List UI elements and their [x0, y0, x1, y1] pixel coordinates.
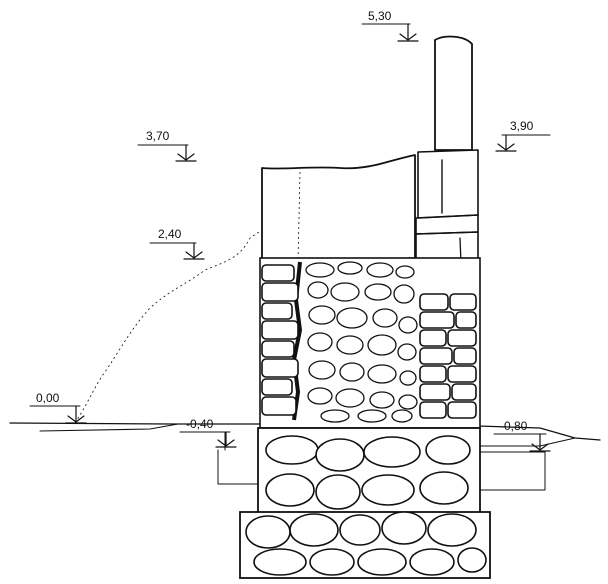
level-marker-below-left: -0,40 [179, 417, 237, 448]
level-marker-ground-zero: 0,00 [29, 391, 87, 424]
level-marker-below-right: -0,80 [493, 419, 551, 452]
level-label-below-right: -0,80 [500, 419, 528, 433]
left-face-courses [261, 264, 299, 416]
foundation-rubble [239, 427, 491, 579]
level-label-upper-left: 3,70 [146, 129, 170, 143]
level-label-top: 5,30 [368, 9, 392, 23]
level-label-upper-right: 3,90 [510, 119, 534, 133]
level-label-below-left: -0,40 [186, 417, 214, 431]
right-face-courses [419, 293, 477, 419]
wall-upper-left-block [261, 154, 416, 263]
core-stones [305, 261, 418, 423]
level-marker-top: 5,30 [361, 9, 419, 42]
level-marker-upper-left: 3,70 [137, 129, 197, 162]
ground-lines [9, 229, 601, 491]
level-label-ground-zero: 0,00 [36, 391, 60, 405]
level-label-mid-left: 2,40 [158, 227, 182, 241]
wall-right-pillar [415, 35, 479, 293]
level-markers: 5,30 3,70 3,90 2,40 [29, 9, 551, 452]
level-marker-mid-left: 2,40 [149, 227, 205, 260]
level-marker-upper-right: 3,90 [495, 119, 551, 152]
